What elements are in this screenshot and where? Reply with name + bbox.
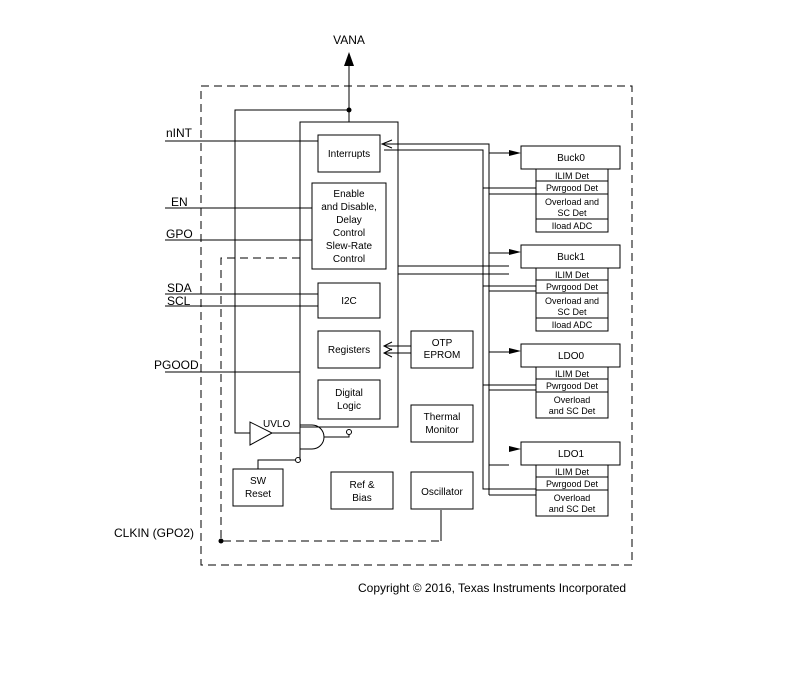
svg-text:Delay: Delay <box>336 215 362 226</box>
buck1-row: Pwrgood Det <box>546 282 599 292</box>
control-block <box>299 121 399 428</box>
oscillator-label: Oscillator <box>421 487 463 498</box>
ldo0-title: LDO0 <box>558 351 585 362</box>
registers-label: Registers <box>328 345 370 356</box>
buck1-row: Iload ADC <box>552 320 593 330</box>
i2c-label: I2C <box>341 296 357 307</box>
clkin-label: CLKIN (GPO2) <box>114 526 194 540</box>
sda-label: SDA <box>167 281 192 295</box>
registers-block <box>317 330 381 369</box>
interrupts-block <box>317 134 381 173</box>
thermal-label-1: Thermal <box>424 412 461 423</box>
i2c-block <box>317 282 381 319</box>
vana-label: VANA <box>333 33 365 47</box>
en-label: EN <box>171 195 188 209</box>
copyright-notice: Copyright © 2016, Texas Instruments Inco… <box>358 581 627 595</box>
svg-text:Slew-Rate: Slew-Rate <box>326 241 373 252</box>
svg-text:Control: Control <box>333 254 365 265</box>
enable-label: Enable and Disable, Delay Control Slew-R… <box>321 189 377 265</box>
ldo1-title: LDO1 <box>558 449 585 460</box>
chip-boundary <box>200 85 633 566</box>
buck0-row: Iload ADC <box>552 221 593 231</box>
otp-label-1: OTP <box>432 338 453 349</box>
vana-arrow-icon <box>344 52 354 66</box>
uvlo-label: UVLO <box>263 419 290 430</box>
thermal-block <box>410 404 474 443</box>
enable-block <box>311 182 387 270</box>
ldo1-row: ILIM Det <box>555 467 590 477</box>
interrupts-label: Interrupts <box>328 149 370 160</box>
ref-bias-label-2: Bias <box>352 493 371 504</box>
sw-reset-block <box>232 468 284 507</box>
digital-logic-label-2: Logic <box>337 401 361 412</box>
sw-reset-label-2: Reset <box>245 489 271 500</box>
ldo0-row: Pwrgood Det <box>546 381 599 391</box>
buck0-row: Pwrgood Det <box>546 183 599 193</box>
digital-logic-label-1: Digital <box>335 388 363 399</box>
ref-bias-block <box>330 471 394 510</box>
buck1-row: ILIM Det <box>555 270 590 280</box>
buck1-title: Buck1 <box>557 252 585 263</box>
otp-label-2: EPROM <box>424 350 461 361</box>
oscillator-block <box>410 471 474 510</box>
ref-bias-label-1: Ref & <box>349 480 374 491</box>
svg-text:Control: Control <box>333 228 365 239</box>
buck0-row: ILIM Det <box>555 171 590 181</box>
ldo1-row: Pwrgood Det <box>546 479 599 489</box>
buck0-title: Buck0 <box>557 153 585 164</box>
ldo0-row: ILIM Det <box>555 369 590 379</box>
pgood-label: PGOOD <box>154 358 199 372</box>
sw-reset-label-1: SW <box>250 476 267 487</box>
otp-block <box>410 330 474 369</box>
scl-label: SCL <box>167 294 191 308</box>
svg-text:and Disable,: and Disable, <box>321 202 377 213</box>
digital-logic-block <box>317 379 381 420</box>
thermal-label-2: Monitor <box>425 425 459 436</box>
nint-label: nINT <box>166 126 193 140</box>
gpo-label: GPO <box>166 227 193 241</box>
svg-text:Enable: Enable <box>333 189 365 200</box>
